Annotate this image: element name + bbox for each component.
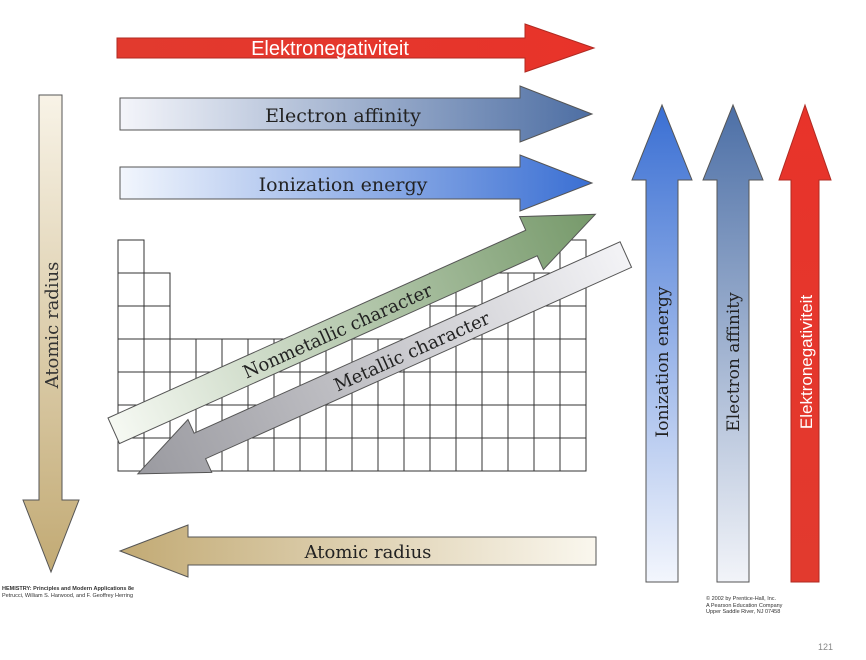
arrow-electronegativity-top-label: Elektronegativiteit: [251, 38, 409, 60]
publisher-credit-right: © 2002 by Prentice-Hall, Inc. A Pearson …: [706, 596, 846, 616]
element-cell: [559, 305, 587, 340]
element-cell: [533, 404, 561, 439]
element-cell: [429, 437, 457, 472]
arrow-ionization-energy-top-label: Ionization energy: [259, 174, 428, 196]
credit-book-title: HEMISTRY: Principles and Modern Applicat…: [2, 586, 135, 592]
arrow-electron-affinity-right-label: Electron affinity: [724, 292, 744, 432]
credit-company: A Pearson Education Company: [706, 602, 783, 609]
element-cell: [143, 338, 171, 373]
element-cell: [507, 371, 535, 406]
element-cell: [117, 305, 145, 340]
element-cell: [455, 404, 483, 439]
element-cell: [117, 371, 145, 406]
arrow-ionization-energy-right: Ionization energy: [631, 103, 693, 583]
arrow-electron-affinity-top: Electron affinity: [119, 85, 594, 143]
arrow-ionization-energy-right-label: Ionization energy: [653, 286, 673, 437]
element-cell: [533, 437, 561, 472]
element-cell: [559, 404, 587, 439]
element-cell: [533, 305, 561, 340]
element-cell: [455, 371, 483, 406]
credit-book-authors: Petrucci, William S. Harwood, and F. Geo…: [2, 592, 134, 599]
element-cell: [377, 404, 405, 439]
credit-copyright: © 2002 by Prentice-Hall, Inc.: [706, 596, 777, 602]
element-cell: [507, 437, 535, 472]
element-cell: [273, 437, 301, 472]
credit-address: Upper Saddle River, NJ 07458: [706, 609, 781, 615]
arrow-atomic-radius-bottom-label: Atomic radius: [304, 542, 432, 563]
element-cell: [247, 437, 275, 472]
element-cell: [559, 371, 587, 406]
element-cell: [117, 272, 145, 307]
element-cell: [559, 437, 587, 472]
element-cell: [195, 338, 223, 373]
element-cell: [117, 338, 145, 373]
element-cell: [559, 338, 587, 373]
element-cell: [429, 404, 457, 439]
element-cell: [403, 371, 431, 406]
element-cell: [325, 404, 353, 439]
element-cell: [455, 437, 483, 472]
element-cell: [403, 437, 431, 472]
element-cell: [325, 437, 353, 472]
arrow-atomic-radius-left-label: Atomic radius: [42, 262, 63, 390]
element-cell: [351, 404, 379, 439]
element-cell: [377, 437, 405, 472]
element-cell: [299, 437, 327, 472]
element-cell: [533, 371, 561, 406]
arrow-electronegativity-right-label: Elektronegativiteit: [797, 295, 816, 429]
arrow-electron-affinity-top-label: Electron affinity: [265, 105, 421, 127]
element-cell: [117, 239, 145, 274]
element-cell: [143, 305, 171, 340]
element-cell: [507, 404, 535, 439]
element-cell: [169, 338, 197, 373]
element-cell: [481, 371, 509, 406]
arrow-electronegativity-top: Elektronegativiteit: [116, 23, 596, 73]
arrow-electron-affinity-right: Electron affinity: [702, 103, 764, 583]
publisher-credit-left: HEMISTRY: Principles and Modern Applicat…: [2, 586, 232, 599]
page-number: 121: [818, 642, 834, 652]
arrow-atomic-radius-left: Atomic radius: [22, 94, 80, 574]
arrow-ionization-energy-top: Ionization energy: [119, 154, 594, 212]
element-cell: [143, 272, 171, 307]
element-cell: [429, 371, 457, 406]
element-cell: [507, 338, 535, 373]
arrow-electronegativity-right: Elektronegativiteit: [778, 103, 832, 583]
element-cell: [481, 338, 509, 373]
element-cell: [481, 437, 509, 472]
element-cell: [351, 437, 379, 472]
element-cell: [481, 404, 509, 439]
arrow-atomic-radius-bottom: Atomic radius: [118, 524, 597, 578]
element-cell: [403, 404, 431, 439]
element-cell: [533, 338, 561, 373]
